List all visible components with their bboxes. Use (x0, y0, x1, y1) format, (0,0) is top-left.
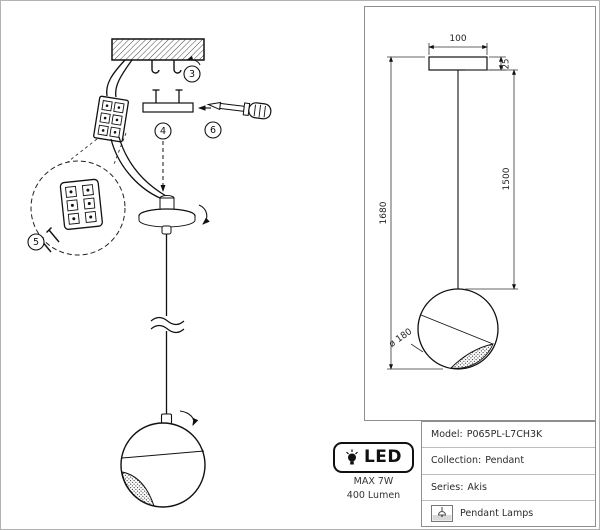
series-label: Series: (431, 481, 464, 493)
led-spec: LED MAX 7W 400 Lumen (326, 442, 421, 501)
detail-view (30, 160, 126, 256)
mounting-hook (173, 60, 182, 74)
rotate-arrow-icon (179, 410, 199, 426)
step-4-number: 4 (160, 126, 166, 137)
shade-seam (121, 450, 205, 459)
product-info-table: Model: P065PL-L7CH3K Collection: Pendant… (421, 421, 596, 527)
crystal-insert (450, 343, 494, 369)
led-label: LED (363, 447, 403, 467)
model-label: Model: (431, 429, 463, 441)
step-6-badge: 6 (204, 121, 222, 139)
model-row: Model: P065PL-L7CH3K (422, 422, 595, 447)
suspension-wire (118, 136, 167, 197)
collection-value: Pendant (485, 455, 525, 467)
bulb-icon (346, 449, 358, 465)
cord-break (150, 316, 185, 334)
shade-seam (420, 314, 494, 345)
series-row: Series: Akis (422, 473, 595, 500)
pendant-lamp-icon (431, 504, 453, 522)
lamp-shade (417, 288, 499, 370)
supply-wire (115, 59, 133, 98)
step-6-number: 6 (210, 125, 216, 136)
lamp-shade (120, 422, 206, 508)
rotate-arrow-icon (198, 204, 210, 225)
step-5-badge: 5 (27, 233, 45, 251)
shade-stem (160, 410, 199, 426)
dim-cord-length-label: 1500 (502, 167, 512, 190)
dimension-panel: 100 25 1500 1680 ø 180 (364, 6, 596, 421)
supply-wire (106, 59, 126, 97)
led-badge: LED (332, 442, 415, 473)
luminous-flux-text: 400 Lumen (346, 490, 401, 501)
max-power-text: MAX 7W (353, 476, 394, 487)
dim-cap-height-label: 25 (502, 59, 512, 70)
assembly-diagram: 3 (27, 38, 272, 508)
mounting-bracket (142, 89, 194, 113)
step-3-badge: 3 (183, 55, 201, 83)
collection-row: Collection: Pendant (422, 447, 595, 473)
ceiling-cap (428, 56, 488, 71)
ceiling-plate (111, 38, 205, 74)
series-value: Akis (467, 481, 488, 493)
category-value: Pendant Lamps (460, 507, 534, 519)
canopy (138, 195, 210, 235)
suspension-wire (110, 138, 161, 199)
terminal-block-detail (59, 178, 103, 230)
model-value: P065PL-L7CH3K (466, 429, 543, 441)
step-5-number: 5 (33, 237, 39, 248)
dim-width-label: 100 (449, 34, 466, 44)
crystal-insert (121, 471, 155, 507)
step-3-number: 3 (189, 69, 195, 80)
connector-block (93, 95, 130, 143)
dim-diameter-label: ø 180 (388, 327, 415, 350)
category-row: Pendant Lamps (422, 499, 595, 526)
pendant-outline (417, 56, 499, 370)
step-4-badge: 4 (154, 122, 172, 192)
screwdriver-icon (206, 101, 272, 120)
collection-label: Collection: (431, 455, 482, 467)
dimension-lines (387, 43, 518, 370)
detail-leader (59, 138, 98, 169)
dim-overall-height-label: 1680 (379, 201, 389, 224)
dimension-drawing: 100 25 1500 1680 ø 180 (379, 34, 518, 370)
rotate-arrow-icon (186, 55, 201, 66)
mounting-hook (151, 60, 160, 74)
